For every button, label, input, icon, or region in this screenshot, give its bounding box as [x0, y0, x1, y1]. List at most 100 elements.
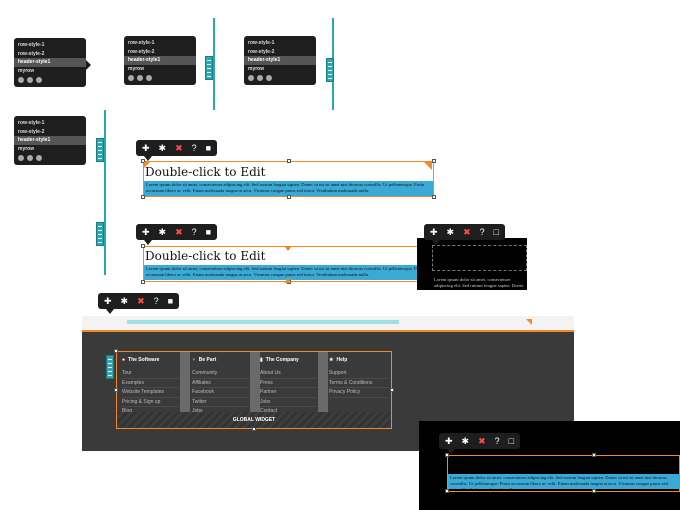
resize-handle[interactable] — [432, 159, 436, 163]
remove-icon[interactable] — [146, 75, 152, 81]
element-title[interactable]: Double-click to Edit — [145, 249, 266, 263]
remove-icon[interactable] — [36, 77, 42, 83]
footer-link[interactable]: Support — [329, 369, 389, 379]
style-option[interactable]: row-style-2 — [18, 128, 45, 135]
style-option-selected[interactable]: header-style1 — [244, 56, 316, 65]
resize-handle[interactable] — [445, 489, 449, 493]
resize-handle[interactable] — [141, 244, 145, 248]
resize-handle[interactable] — [114, 388, 118, 392]
help-icon[interactable]: ? — [191, 227, 197, 237]
add-icon[interactable] — [248, 75, 254, 81]
row-handle-icon[interactable] — [205, 56, 213, 80]
help-icon[interactable]: ? — [191, 143, 197, 153]
style-option-selected[interactable]: header-style1 — [14, 136, 86, 145]
element-body-text[interactable]: Lorem ipsum dolor sit amet, consectetuer… — [448, 474, 680, 489]
row-handle-icon[interactable] — [106, 355, 114, 379]
remove-icon[interactable] — [36, 155, 42, 161]
footer-link[interactable]: Facebook — [192, 388, 249, 398]
resize-handle[interactable] — [592, 489, 596, 493]
move-icon[interactable]: ✚ — [142, 227, 150, 237]
help-icon[interactable]: ? — [153, 296, 159, 306]
row-handle-icon[interactable] — [96, 138, 104, 162]
resize-handle[interactable] — [287, 159, 291, 163]
footer-link[interactable]: Tour — [122, 369, 179, 379]
style-option[interactable]: row-style-2 — [18, 50, 45, 57]
footer-link[interactable]: Terms & Conditions — [329, 379, 389, 388]
row-handle-icon[interactable] — [96, 222, 104, 246]
resize-handle[interactable] — [432, 195, 436, 199]
move-icon[interactable]: ✚ — [142, 143, 150, 153]
resize-handle[interactable] — [141, 280, 145, 284]
style-option[interactable]: myrow — [18, 145, 35, 152]
style-option[interactable]: row-style-1 — [18, 120, 45, 126]
remove-icon[interactable] — [266, 75, 272, 81]
style-option[interactable]: myrow — [248, 65, 265, 72]
unlock-icon[interactable]: □ — [493, 227, 500, 237]
settings-icon[interactable]: ✱ — [158, 143, 167, 153]
footer-link[interactable]: About Us — [260, 369, 317, 379]
resize-handle[interactable] — [114, 349, 118, 353]
global-widget-label: GLOBAL WIDGET — [232, 417, 276, 423]
lock-icon[interactable]: ■ — [167, 296, 174, 306]
style-option-selected[interactable]: header-style1 — [14, 58, 86, 67]
style-option[interactable]: myrow — [128, 65, 145, 72]
footer-link[interactable]: Jobs — [260, 398, 317, 407]
delete-icon[interactable]: ✖ — [478, 436, 486, 446]
delete-icon[interactable]: ✖ — [175, 227, 183, 237]
settings-icon[interactable]: ✱ — [120, 296, 129, 306]
style-option[interactable]: row-style-1 — [128, 40, 155, 46]
unlock-icon[interactable]: □ — [508, 436, 515, 446]
delete-icon[interactable]: ✖ — [137, 296, 145, 306]
footer-link[interactable]: Press — [260, 379, 317, 388]
footer-link[interactable]: Affiliates — [192, 379, 249, 388]
resize-handle[interactable] — [141, 195, 145, 199]
footer-link[interactable]: Pricing & Sign up — [122, 398, 179, 407]
footer-link[interactable]: Website Templates — [122, 388, 179, 398]
style-option-selected[interactable]: header-style1 — [124, 56, 196, 65]
help-icon[interactable]: ? — [479, 227, 485, 237]
settings-icon[interactable]: ✱ — [158, 227, 167, 237]
column-divider — [318, 352, 328, 428]
move-icon[interactable]: ✚ — [430, 227, 438, 237]
help-icon[interactable]: ? — [494, 436, 500, 446]
delete-icon[interactable]: ✖ — [463, 227, 471, 237]
delete-icon[interactable]: ✖ — [175, 143, 183, 153]
resize-handle[interactable] — [445, 453, 449, 457]
footer-link[interactable]: Twitter — [192, 398, 249, 407]
settings-icon[interactable]: ✱ — [461, 436, 470, 446]
footer-link[interactable]: Privacy Policy — [329, 388, 389, 398]
style-option[interactable]: myrow — [18, 67, 35, 74]
element-body-text[interactable]: Lorem ipsum dolor sit amet, consectetuer… — [144, 265, 432, 280]
settings-icon[interactable]: ✱ — [446, 227, 455, 237]
resize-handle[interactable] — [592, 453, 596, 457]
style-option[interactable]: row-style-1 — [18, 42, 45, 48]
move-icon[interactable]: ✚ — [445, 436, 453, 446]
edit-icon[interactable] — [27, 155, 33, 161]
edit-icon[interactable] — [137, 75, 143, 81]
column-title: The Company — [265, 357, 299, 363]
column-title: The Software — [128, 357, 160, 363]
resize-handle[interactable] — [141, 159, 145, 163]
lock-icon[interactable]: ■ — [205, 227, 212, 237]
element-title[interactable]: Double-click to Edit — [145, 165, 266, 179]
element-body-text[interactable]: Lorem ipsum dolor sit amet, consectetuer… — [144, 181, 433, 196]
style-option[interactable]: row-style-2 — [128, 48, 155, 55]
edit-icon[interactable] — [27, 77, 33, 83]
footer-link[interactable]: Partner — [260, 388, 317, 398]
move-icon[interactable]: ✚ — [104, 296, 112, 306]
footer-column: ★Help Support Terms & Conditions Privacy… — [329, 357, 389, 398]
hand-icon: ♆ — [192, 357, 196, 363]
lock-icon[interactable]: ■ — [205, 143, 212, 153]
style-option[interactable]: row-style-1 — [248, 40, 275, 46]
resize-handle[interactable] — [287, 195, 291, 199]
element-toolbar: ✚ ✱ ✖ ? □ — [424, 224, 506, 245]
row-handle-icon[interactable] — [326, 58, 334, 82]
footer-link[interactable]: Community — [192, 369, 249, 379]
add-icon[interactable] — [18, 77, 24, 83]
edit-icon[interactable] — [257, 75, 263, 81]
add-icon[interactable] — [18, 155, 24, 161]
footer-link[interactable]: Examples — [122, 379, 179, 388]
resize-handle[interactable] — [390, 388, 394, 392]
style-option[interactable]: row-style-2 — [248, 48, 275, 55]
add-icon[interactable] — [128, 75, 134, 81]
